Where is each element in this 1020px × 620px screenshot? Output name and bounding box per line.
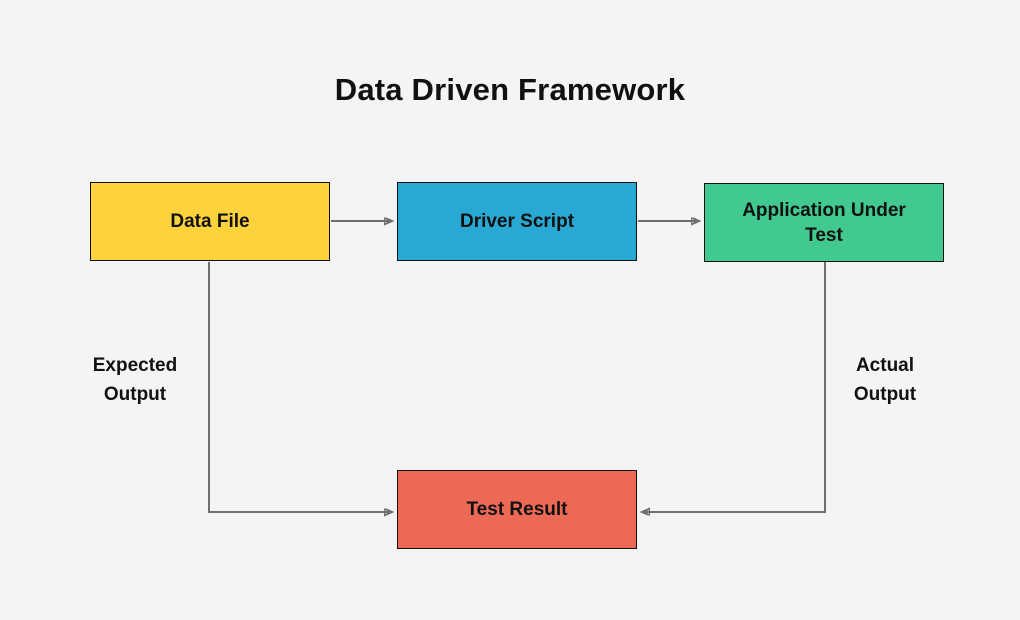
node-application-under-test-label: Application Under Test (742, 199, 906, 246)
diagram-title: Data Driven Framework (334, 72, 686, 107)
node-test-result: Test Result (397, 470, 637, 549)
node-driver-script: Driver Script (397, 182, 637, 261)
edge-application-under-test-to-test-result (643, 262, 826, 512)
node-driver-script-label: Driver Script (459, 211, 575, 232)
edge-label-actual-output: Actual Output (853, 355, 917, 405)
edge-label-expected-output: Expected Output (92, 355, 178, 405)
node-test-result-label: Test Result (466, 499, 568, 520)
node-data-file: Data File (90, 182, 330, 261)
node-application-under-test: Application Under Test (704, 183, 944, 262)
edge-data-file-to-test-result (208, 262, 391, 512)
node-data-file-label: Data File (170, 211, 250, 232)
